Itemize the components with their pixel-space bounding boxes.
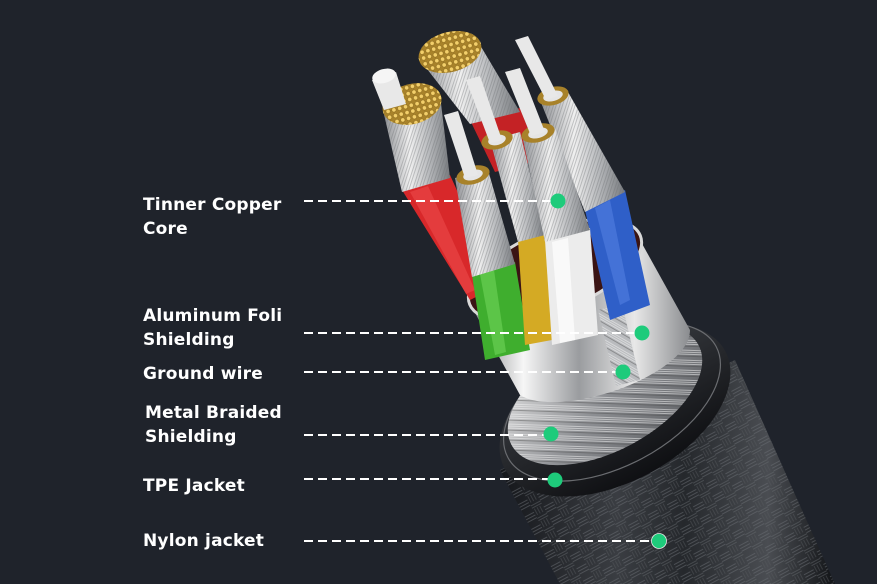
green-wire	[444, 111, 530, 360]
label-tinned-copper-core: Tinner Copper Core	[143, 195, 282, 239]
nylon-jacket-shape	[500, 360, 835, 584]
yellow-wire	[466, 76, 552, 345]
white-wire	[505, 68, 598, 345]
label-metal-braided-shielding: Metal Braided Shielding	[145, 403, 282, 447]
blue-wire	[515, 36, 650, 320]
label-aluminum-foil-shielding: Aluminum Foli Shielding	[143, 306, 283, 350]
label-nylon-jacket: Nylon jacket	[143, 531, 265, 551]
label-tpe-jacket: TPE Jacket	[143, 476, 245, 496]
label-ground-wire: Ground wire	[143, 364, 263, 384]
